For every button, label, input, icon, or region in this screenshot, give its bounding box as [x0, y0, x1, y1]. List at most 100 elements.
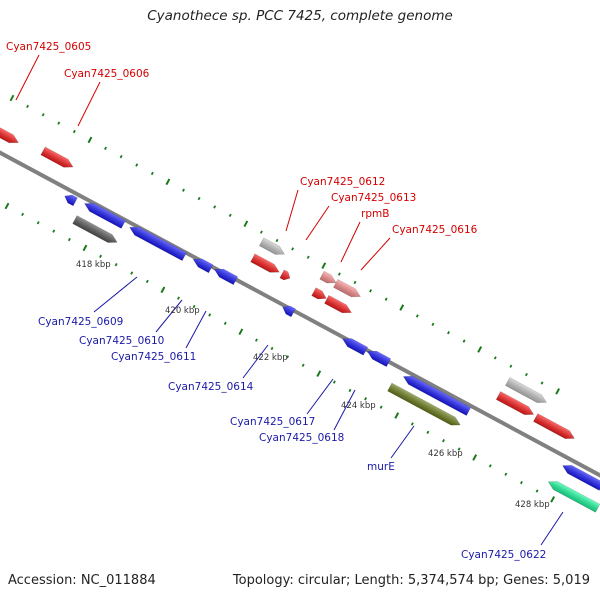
gene-cyan7425-0614[interactable]: [281, 303, 296, 318]
upper-tick: [119, 155, 123, 159]
lower-tick: [52, 229, 56, 233]
gene-pseudo-2-shading: [505, 377, 547, 403]
lower-tick: [223, 321, 227, 326]
leader-0617: [306, 378, 334, 415]
gene-label-cyan7425-0612[interactable]: Cyan7425_0612: [300, 176, 385, 188]
gene-mure-partner[interactable]: [401, 373, 472, 416]
lower-tick: [4, 202, 10, 210]
gene-pseudo-1[interactable]: [259, 237, 286, 258]
gene-cyan7425-0613[interactable]: [319, 270, 338, 287]
upper-tick: [182, 188, 185, 192]
gene-label-cyan7425-0606[interactable]: Cyan7425_0606: [64, 68, 150, 80]
upper-tick: [462, 339, 466, 343]
upper-tick: [9, 94, 15, 102]
gene-label-cyan7425-0605[interactable]: Cyan7425_0605: [6, 41, 91, 53]
upper-tick: [524, 372, 528, 377]
upper-tick: [275, 238, 279, 243]
leader-rpmb: [340, 221, 361, 263]
upper-tick: [337, 272, 341, 276]
upper-tick: [509, 364, 513, 368]
gene-pseudo-2[interactable]: [505, 377, 548, 407]
gene-label-cyan7425-0614[interactable]: Cyan7425_0614: [168, 381, 254, 393]
gene-cyan7425-0612b[interactable]: [279, 269, 292, 282]
upper-tick: [57, 121, 61, 125]
genome-summary-text: Topology: circular; Length: 5,374,574 bp…: [232, 573, 590, 588]
upper-tick: [555, 388, 561, 395]
gene-label-rpmb[interactable]: rpmB: [361, 208, 389, 220]
gene-forward-4[interactable]: [533, 413, 576, 443]
lower-tick: [238, 328, 244, 336]
lower-tick: [177, 296, 180, 300]
gene-cyan7425-0616[interactable]: [324, 295, 354, 316]
gene-cyan7425-0614-shading: [282, 306, 296, 317]
lower-tick: [410, 422, 414, 426]
lower-tick: [82, 244, 88, 252]
upper-tick: [477, 346, 483, 353]
lower-tick: [301, 363, 305, 367]
upper-tick: [369, 289, 373, 293]
gene-rpmb[interactable]: [333, 279, 363, 300]
gene-label-mure[interactable]: murE: [367, 461, 395, 473]
leader-0616: [360, 237, 391, 271]
gene-reverse-1[interactable]: [63, 192, 78, 207]
gene-cyan7425-0612[interactable]: [250, 253, 282, 276]
upper-tick: [150, 171, 154, 176]
lower-tick: [535, 489, 539, 493]
gene-mure-partner-shading: [403, 376, 471, 416]
gene-label-cyan7425-0622[interactable]: Cyan7425_0622: [461, 549, 546, 561]
leader-0618: [333, 389, 356, 431]
gene-cyan7425-0618[interactable]: [365, 347, 392, 368]
lower-tick: [316, 370, 322, 377]
gene-label-cyan7425-0617[interactable]: Cyan7425_0617: [230, 416, 315, 428]
lower-tick: [519, 480, 523, 485]
gene-mure[interactable]: [387, 382, 463, 429]
leader-0605: [15, 54, 40, 101]
gene-cyan7425-0610-shading: [129, 227, 187, 261]
lower-tick: [21, 212, 25, 217]
gene-label-cyan7425-0616[interactable]: Cyan7425_0616: [392, 224, 478, 236]
gene-dark-1-shading: [72, 215, 118, 243]
gene-label-cyan7425-0610[interactable]: Cyan7425_0610: [79, 335, 164, 347]
upper-tick: [213, 205, 217, 209]
upper-tick: [243, 220, 249, 228]
gene-forward-3-shading: [496, 391, 534, 415]
gene-cyan7425-0618-shading: [367, 351, 391, 367]
gene-reverse-1-shading: [64, 195, 78, 206]
lower-tick: [504, 472, 508, 476]
lower-tick: [488, 464, 492, 468]
upper-tick: [165, 178, 171, 186]
gene-rpmb-b[interactable]: [311, 287, 329, 303]
tick-row-upper: [9, 94, 561, 395]
gene-cyan7425-0617[interactable]: [340, 335, 368, 356]
gene-cyan7425-0609[interactable]: [82, 200, 126, 229]
genome-backbone: [0, 150, 600, 478]
lower-tick: [379, 405, 383, 409]
gene-cyan7425-0611[interactable]: [191, 255, 214, 274]
upper-tick: [384, 297, 388, 301]
gene-label-cyan7425-0618[interactable]: Cyan7425_0618: [259, 432, 344, 444]
leader-0614: [242, 344, 269, 379]
lower-tick: [160, 286, 166, 294]
leader-0611: [185, 310, 207, 349]
gene-cyan7425-0610[interactable]: [128, 223, 187, 262]
gene-dark-1[interactable]: [72, 215, 120, 247]
gene-features: [0, 125, 600, 513]
upper-tick: [41, 113, 45, 117]
upper-tick: [259, 230, 263, 234]
leader-mure: [390, 425, 415, 459]
leader-0606: [77, 81, 101, 127]
gene-cyan7425-0622[interactable]: [546, 478, 600, 513]
gene-label-cyan7425-0611[interactable]: Cyan7425_0611: [111, 351, 196, 363]
gene-label-cyan7425-0609[interactable]: Cyan7425_0609: [38, 316, 123, 328]
gene-rpmb-b-shading: [311, 287, 327, 299]
gene-forward-3[interactable]: [495, 391, 535, 419]
gene-cyan7425-0611-shading: [193, 259, 213, 273]
lower-tick: [442, 439, 445, 443]
gene-label-cyan7425-0613[interactable]: Cyan7425_0613: [331, 192, 416, 204]
gene-cyan7425-0606[interactable]: [40, 146, 75, 171]
gene-cyan7425-0611b[interactable]: [212, 265, 239, 286]
gene-cyan7425-0605[interactable]: [0, 125, 20, 146]
leader-0612: [285, 189, 299, 232]
